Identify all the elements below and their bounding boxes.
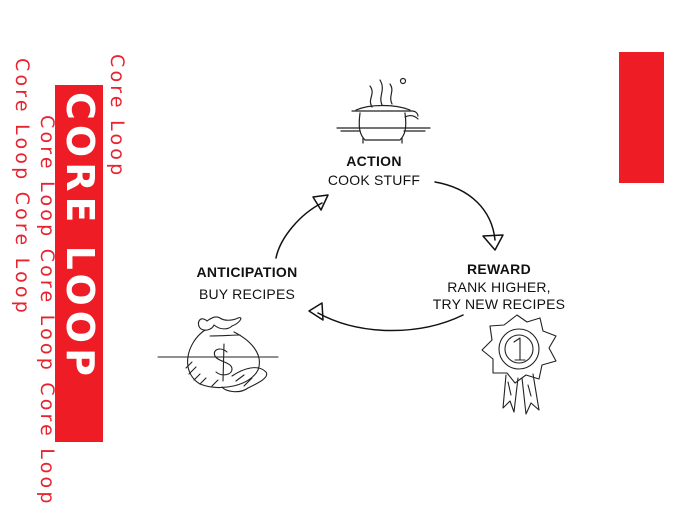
arrowhead-action (312, 194, 329, 211)
reward-title: REWARD (466, 261, 532, 277)
loop-diagram (157, 77, 557, 415)
decorative-red-block (619, 52, 664, 183)
arrow-reward-to-anticipation (317, 312, 464, 332)
core-loop-banner (55, 85, 103, 442)
arrowhead-anticipation (308, 302, 324, 321)
action-title: ACTION (346, 153, 402, 169)
medal-ribbon-icon (481, 314, 557, 415)
arrowhead-reward (482, 234, 504, 251)
reward-line-2: TRY NEW RECIPES (432, 296, 566, 312)
reward-description: RANK HIGHER, TRY NEW RECIPES (424, 279, 574, 313)
reward-line-1: RANK HIGHER, (447, 279, 551, 295)
action-description: COOK STUFF (314, 172, 434, 189)
money-bag-icon (157, 316, 279, 393)
anticipation-title: ANTICIPATION (196, 264, 298, 280)
action-line-1: COOK STUFF (327, 172, 421, 188)
cooking-pot-icon (336, 77, 431, 144)
arrow-anticipation-to-action (275, 202, 323, 259)
anticipation-line-1: BUY RECIPES (198, 286, 296, 302)
anticipation-description: BUY RECIPES (187, 286, 307, 303)
arrow-action-to-reward (434, 181, 496, 241)
